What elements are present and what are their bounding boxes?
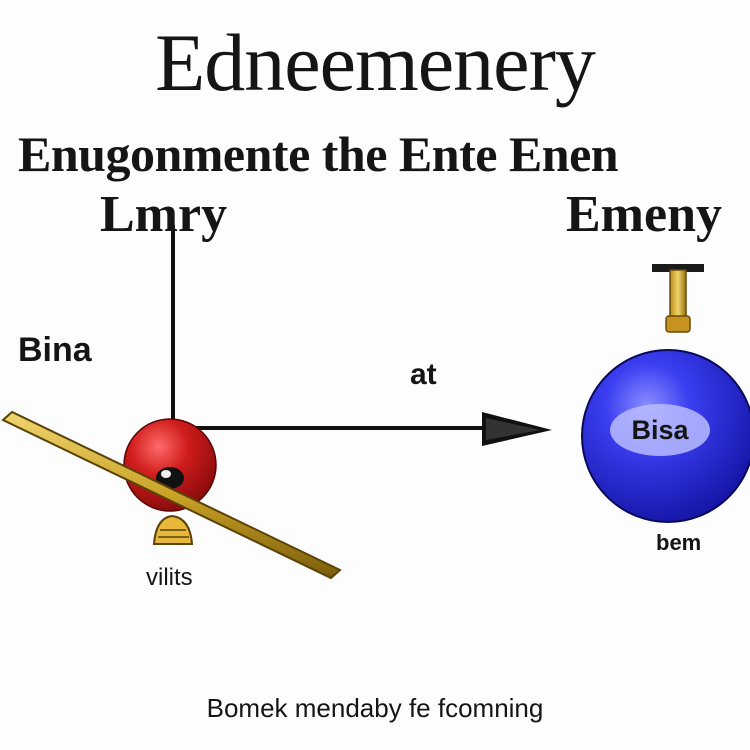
pendulum-rod xyxy=(652,264,704,333)
side-label: Bina xyxy=(18,331,92,369)
ball-caption: bem xyxy=(656,530,702,555)
right-label: Emeny xyxy=(566,186,722,243)
ball-label: Bisa xyxy=(631,415,689,445)
arrow-label: at xyxy=(410,358,437,391)
lever-caption: vilits xyxy=(146,564,193,591)
footer-caption: Bomek mendaby fe fcomning xyxy=(206,693,544,723)
diagram-title: Edneemenery xyxy=(155,17,596,108)
blue-ball xyxy=(581,349,750,523)
lever-bar xyxy=(1,410,342,580)
left-label: Lmry xyxy=(100,186,228,243)
fulcrum-icon xyxy=(152,514,194,545)
diagram-subtitle: Enugonmente the Ente Enen xyxy=(18,126,619,182)
